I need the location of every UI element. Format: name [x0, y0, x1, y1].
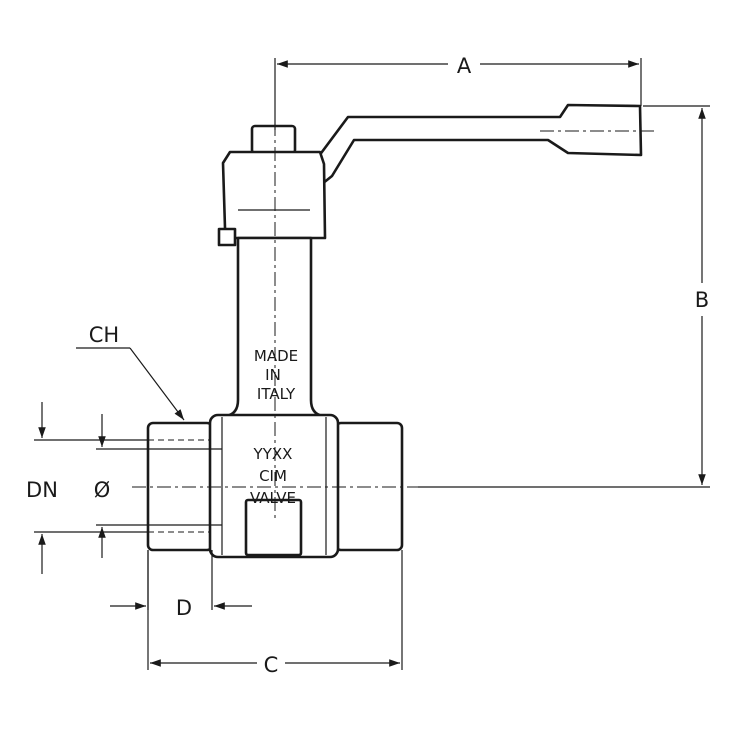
body-marking: MADE IN ITALY YYXX CIM VALVE — [250, 347, 298, 507]
marking-italy: ITALY — [257, 385, 296, 403]
valve-body — [208, 413, 340, 559]
dimension-ch: CH — [76, 323, 185, 421]
label-dn: DN — [26, 478, 58, 502]
label-bore: Ø — [94, 478, 111, 502]
label-d: D — [176, 596, 192, 620]
marking-type: VALVE — [250, 489, 296, 507]
dimension-d: D — [110, 550, 252, 620]
label-ch: CH — [89, 323, 119, 347]
handle-hub — [217, 150, 327, 247]
dimension-b: B — [418, 105, 710, 488]
marking-in: IN — [265, 366, 281, 384]
dimension-a: A — [274, 54, 642, 130]
stem-nut — [250, 124, 297, 155]
marking-date-code: YYXX — [253, 445, 293, 463]
label-b: B — [695, 288, 709, 312]
label-c: C — [264, 653, 279, 677]
label-a: A — [457, 54, 472, 78]
marking-made: MADE — [254, 347, 298, 365]
lever-handle — [308, 103, 643, 186]
dimension-bore: Ø — [94, 414, 222, 558]
dimension-dn: DN — [26, 402, 148, 574]
marking-brand: CIM — [259, 467, 287, 485]
